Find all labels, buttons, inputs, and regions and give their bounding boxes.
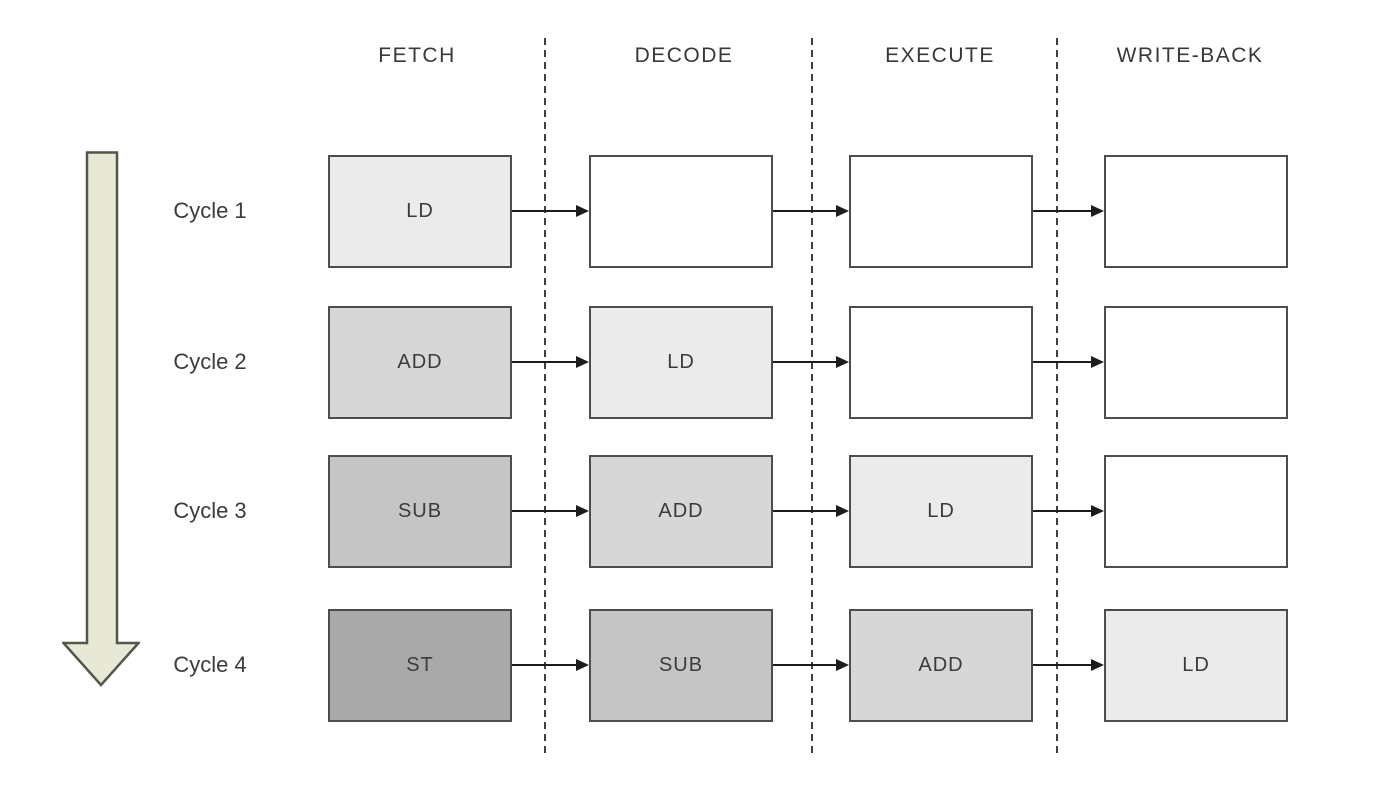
pipeline-box-cycle3-write-back	[1104, 455, 1288, 568]
pipeline-box-cycle3-execute: LD	[849, 455, 1033, 568]
pipeline-box-cycle1-execute	[849, 155, 1033, 268]
cycle-label-3: Cycle 3	[173, 498, 247, 523]
stage-divider-fetch-decode	[544, 38, 546, 757]
instruction-label: ADD	[918, 654, 964, 676]
pipeline-box-cycle2-fetch: ADD	[328, 306, 512, 419]
flow-arrow-line	[1033, 510, 1091, 512]
instruction-label: LD	[927, 500, 955, 522]
pipeline-box-cycle4-fetch: ST	[328, 609, 512, 722]
time-down-arrow-icon	[62, 151, 140, 687]
flow-arrow-line	[773, 664, 836, 666]
flow-arrow-head-icon	[1091, 659, 1104, 671]
stage-header-execute: EXECUTE	[885, 44, 995, 67]
instruction-label: ADD	[397, 351, 443, 373]
stage-divider-execute-write-back	[1056, 38, 1058, 757]
stage-header-decode: DECODE	[634, 44, 734, 67]
pipeline-box-cycle4-execute: ADD	[849, 609, 1033, 722]
flow-arrow-line	[1033, 664, 1091, 666]
flow-arrow-head-icon	[836, 205, 849, 217]
flow-arrow-line	[512, 510, 576, 512]
pipeline-box-cycle1-write-back	[1104, 155, 1288, 268]
pipeline-box-cycle1-fetch: LD	[328, 155, 512, 268]
instruction-label: LD	[406, 200, 434, 222]
stage-header-write-back: WRITE-BACK	[1116, 44, 1264, 67]
instruction-label: LD	[667, 351, 695, 373]
pipeline-box-cycle3-decode: ADD	[589, 455, 773, 568]
flow-arrow-line	[512, 210, 576, 212]
pipeline-box-cycle2-decode: LD	[589, 306, 773, 419]
flow-arrow-line	[1033, 210, 1091, 212]
flow-arrow-head-icon	[836, 356, 849, 368]
cycle-label-4: Cycle 4	[173, 652, 247, 677]
instruction-label: SUB	[658, 654, 704, 676]
flow-arrow-line	[512, 361, 576, 363]
flow-arrow-head-icon	[1091, 205, 1104, 217]
pipeline-box-cycle4-decode: SUB	[589, 609, 773, 722]
flow-arrow-line	[773, 361, 836, 363]
cycle-label-2: Cycle 2	[173, 349, 247, 374]
flow-arrow-head-icon	[1091, 505, 1104, 517]
flow-arrow-line	[1033, 361, 1091, 363]
stage-header-fetch: FETCH	[378, 44, 456, 67]
instruction-label: LD	[1182, 654, 1210, 676]
stage-divider-decode-execute	[811, 38, 813, 757]
pipeline-box-cycle2-write-back	[1104, 306, 1288, 419]
flow-arrow-head-icon	[576, 205, 589, 217]
pipeline-box-cycle1-decode	[589, 155, 773, 268]
pipeline-box-cycle2-execute	[849, 306, 1033, 419]
instruction-label: ST	[406, 654, 434, 676]
flow-arrow-line	[773, 510, 836, 512]
pipeline-box-cycle4-write-back: LD	[1104, 609, 1288, 722]
cycle-label-1: Cycle 1	[173, 198, 247, 223]
flow-arrow-head-icon	[836, 659, 849, 671]
flow-arrow-line	[773, 210, 836, 212]
pipeline-box-cycle3-fetch: SUB	[328, 455, 512, 568]
flow-arrow-head-icon	[576, 659, 589, 671]
flow-arrow-head-icon	[576, 356, 589, 368]
instruction-label: ADD	[658, 500, 704, 522]
flow-arrow-head-icon	[576, 505, 589, 517]
instruction-label: SUB	[397, 500, 443, 522]
flow-arrow-head-icon	[1091, 356, 1104, 368]
flow-arrow-line	[512, 664, 576, 666]
flow-arrow-head-icon	[836, 505, 849, 517]
